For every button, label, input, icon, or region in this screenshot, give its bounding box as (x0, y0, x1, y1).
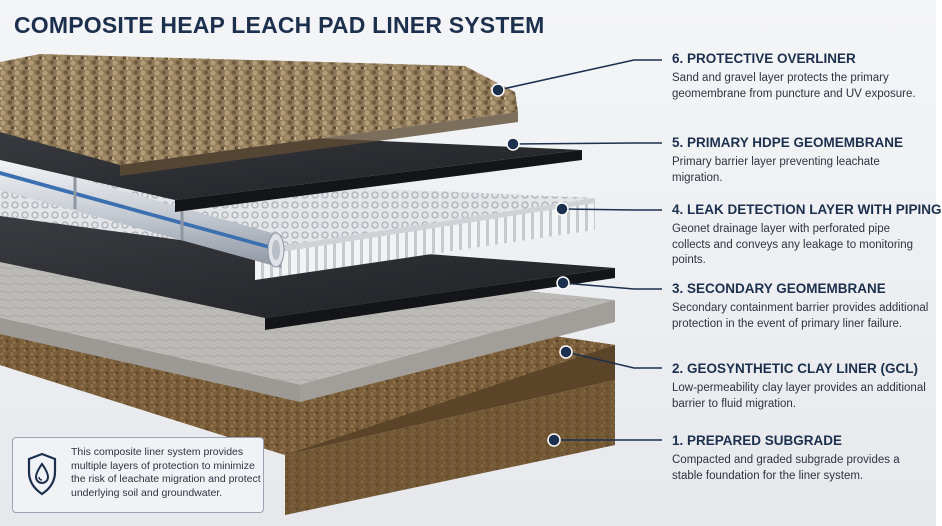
layer-description: Primary barrier layer preventing leachat… (672, 156, 880, 184)
layer-callout-subgrade: 1. PREPARED SUBGRADE Compacted and grade… (672, 433, 930, 484)
layer-heading: 4. LEAK DETECTION LAYER WITH PIPING (672, 202, 942, 217)
shield-droplet-icon (27, 452, 57, 496)
layer-callout-gcl: 2. GEOSYNTHETIC CLAY LINER (GCL) Low-per… (672, 361, 930, 412)
info-box: This composite liner system provides mul… (12, 437, 264, 513)
layer-callout-primary-geomembrane: 5. PRIMARY HDPE GEOMEMBRANE Primary barr… (672, 135, 930, 186)
layer-callout-leak-detection: 4. LEAK DETECTION LAYER WITH PIPING Geon… (672, 202, 942, 269)
layer-heading: 6. PROTECTIVE OVERLINER (672, 51, 856, 66)
layer-heading: 3. SECONDARY GEOMEMBRANE (672, 281, 886, 296)
layer-description: Sand and gravel layer protects the prima… (672, 72, 916, 100)
layer-description: Geonet drainage layer with perforated pi… (672, 223, 914, 266)
layer-callout-secondary-geomembrane: 3. SECONDARY GEOMEMBRANE Secondary conta… (672, 281, 930, 332)
layer-heading: 2. GEOSYNTHETIC CLAY LINER (GCL) (672, 361, 919, 376)
leader-lines (497, 59, 662, 441)
layer-description: Low-permeability clay layer provides an … (672, 382, 926, 410)
perforated-pipe (0, 156, 285, 268)
leader-dots (491, 83, 573, 447)
layer-description: Compacted and graded subgrade provides a… (672, 454, 900, 482)
layer-heading: 5. PRIMARY HDPE GEOMEMBRANE (672, 135, 904, 150)
layer-callout-overliner: 6. PROTECTIVE OVERLINER Sand and gravel … (672, 51, 930, 102)
page-title: COMPOSITE HEAP LEACH PAD LINER SYSTEM (14, 12, 545, 38)
info-text: This composite liner system provides mul… (71, 446, 261, 499)
layer-description: Secondary containment barrier provides a… (672, 302, 929, 330)
overliner-layer (0, 54, 518, 176)
layer-heading: 1. PREPARED SUBGRADE (672, 433, 843, 448)
